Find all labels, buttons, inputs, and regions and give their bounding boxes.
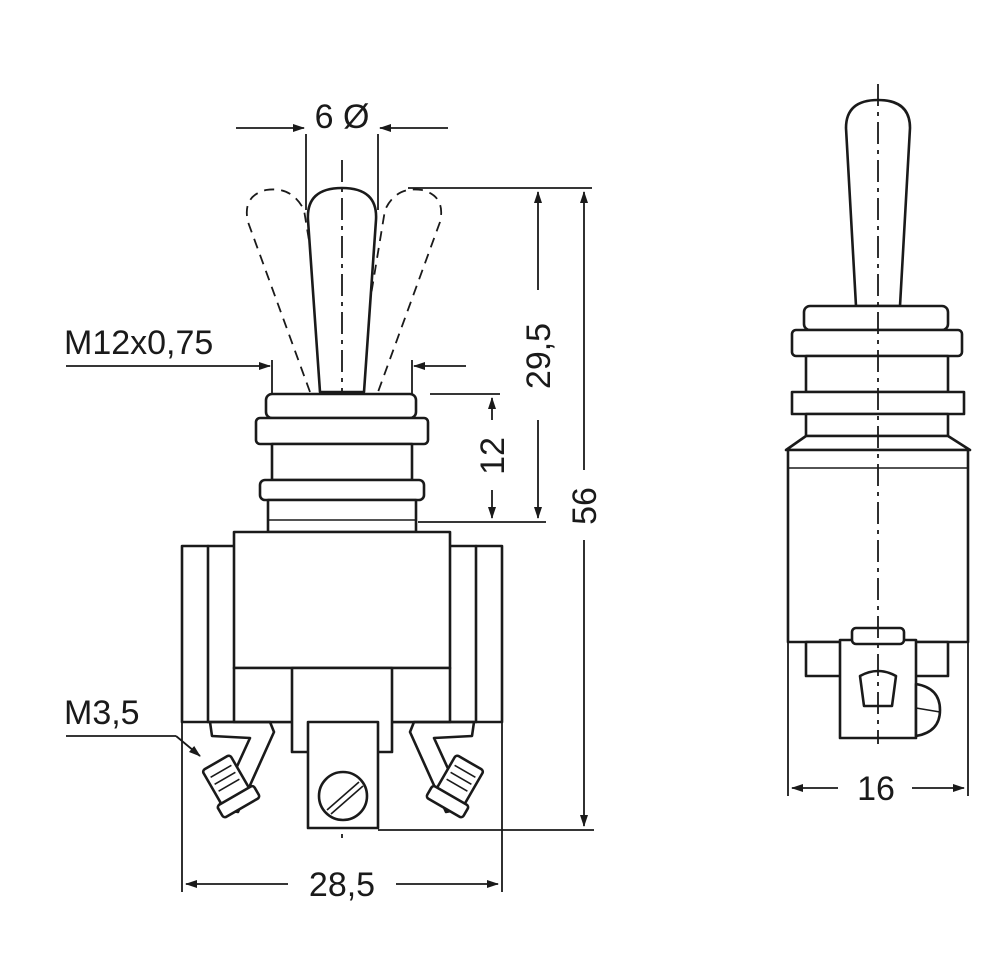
bushing-top	[264, 392, 418, 420]
side-view: 16	[784, 84, 972, 808]
label-width: 28,5	[309, 866, 375, 904]
label-total-height: 56	[566, 487, 604, 525]
hex-nut	[258, 478, 426, 502]
label-lever-diameter: 6 Ø	[315, 98, 370, 136]
side-thread	[804, 354, 950, 394]
dim-depth: 16	[787, 642, 969, 808]
screw-slot-2	[330, 785, 364, 815]
label-bushing-height: 12	[474, 437, 512, 475]
side-bushing-base	[804, 412, 950, 438]
bushing-thread	[270, 442, 414, 482]
front-view: 6 Ø M12x0,75 29,5 12	[64, 98, 604, 904]
label-lever-height: 29,5	[520, 323, 558, 389]
dim-thread: M12x0,75	[64, 324, 466, 394]
dim-lever-height: 29,5	[408, 187, 592, 519]
label-screw: M3,5	[64, 694, 140, 732]
lever-left-dashed	[245, 188, 335, 393]
side-collar	[790, 328, 964, 358]
terminal-right-screw	[425, 754, 485, 819]
label-depth: 16	[857, 770, 895, 808]
dim-lever-diameter: 6 Ø	[236, 98, 448, 210]
side-bushing-top	[802, 304, 950, 332]
dim-total-height: 56	[378, 191, 604, 831]
bushing-base	[266, 498, 418, 534]
terminal-center	[306, 720, 380, 830]
dim-bushing-height: 12	[418, 397, 546, 523]
side-screw-head	[858, 669, 898, 708]
terminal-left-screw	[201, 754, 261, 819]
dim-width: 28,5	[181, 722, 503, 904]
side-screw-slot	[915, 707, 941, 713]
switch-body	[232, 530, 452, 670]
screw-slot	[326, 781, 360, 811]
label-thread: M12x0,75	[64, 324, 213, 362]
bushing-collar	[254, 416, 430, 446]
dim-screw: M3,5	[64, 694, 201, 757]
lever-right-dashed	[354, 188, 443, 393]
